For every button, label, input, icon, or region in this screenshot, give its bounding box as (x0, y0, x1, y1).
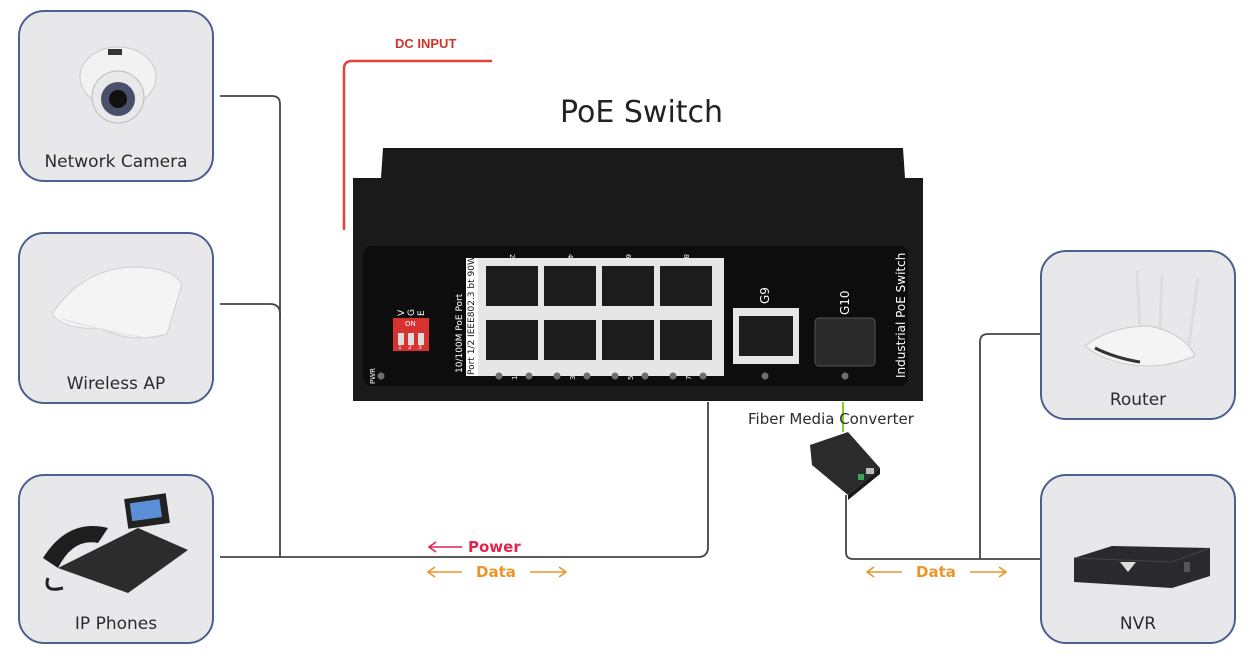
router-line (979, 333, 1040, 559)
port-label-line2: Port 1/2 IEEE802.3 bt 90W (467, 256, 477, 375)
uplink-g9-label: G9 (758, 287, 772, 304)
dome-camera-icon (79, 46, 157, 124)
switch-body (353, 148, 923, 401)
device-card-network-camera: Network Camera (18, 10, 214, 182)
device-label: Network Camera (44, 152, 188, 172)
dc-input-line (342, 59, 492, 230)
dip-on-label: ON (405, 320, 416, 328)
dip-num-1: 1 (398, 344, 402, 351)
port-num-2: 2 (508, 254, 516, 259)
device-label: NVR (1119, 614, 1157, 634)
phone-switch-line (220, 402, 709, 558)
device-label: IP Phones (74, 614, 158, 634)
port-num-7: 7 (685, 375, 693, 380)
media-converter-icon (810, 432, 880, 500)
port-num-6: 6 (624, 254, 632, 259)
port-num-3: 3 (569, 375, 577, 380)
dc-input-label: DC INPUT (395, 36, 457, 51)
poe-switch: Industrial PoE Switch 10/100M PoE Port P… (353, 148, 923, 401)
power-arrow-left (427, 541, 462, 553)
port-num-1: 1 (511, 375, 519, 380)
port-num-5: 5 (627, 375, 635, 380)
converter-nvr-line (845, 495, 1040, 560)
port-num-8: 8 (682, 254, 690, 259)
ap-line (220, 303, 281, 315)
data-flow-label-left: Data (476, 563, 516, 581)
data-flow-label-right: Data (916, 563, 956, 581)
data-arrows-left (426, 566, 568, 578)
device-label: Wireless AP (66, 374, 166, 394)
port-label-line1: 10/100M PoE Port (455, 293, 465, 373)
diagram-title: PoE Switch (560, 95, 724, 130)
pwr-label: PWR (369, 367, 377, 384)
camera-line (220, 95, 281, 557)
dip-label-g: G (407, 309, 417, 316)
dip-num-3: 3 (418, 344, 422, 351)
device-card-wireless-ap: Wireless AP (18, 232, 214, 404)
wireless-ap-icon (51, 266, 183, 339)
dip-label-v: V (397, 309, 407, 316)
port-num-4: 4 (566, 254, 574, 259)
power-flow-label: Power (468, 538, 521, 556)
uplink-g10-label: G10 (838, 290, 852, 315)
dip-label-e: E (417, 310, 427, 316)
device-card-nvr: NVR (1040, 474, 1236, 644)
device-card-ip-phones: IP Phones (18, 474, 214, 644)
converter-label: Fiber Media Converter (748, 410, 914, 428)
ip-phone-icon (43, 493, 188, 593)
nvr-icon (1073, 546, 1211, 588)
data-arrows-right (865, 566, 1008, 578)
router-icon (1084, 270, 1200, 367)
switch-side-label: Industrial PoE Switch (894, 252, 908, 378)
device-label: Router (1109, 390, 1167, 410)
device-card-router: Router (1040, 250, 1236, 420)
dip-num-2: 2 (408, 344, 412, 351)
